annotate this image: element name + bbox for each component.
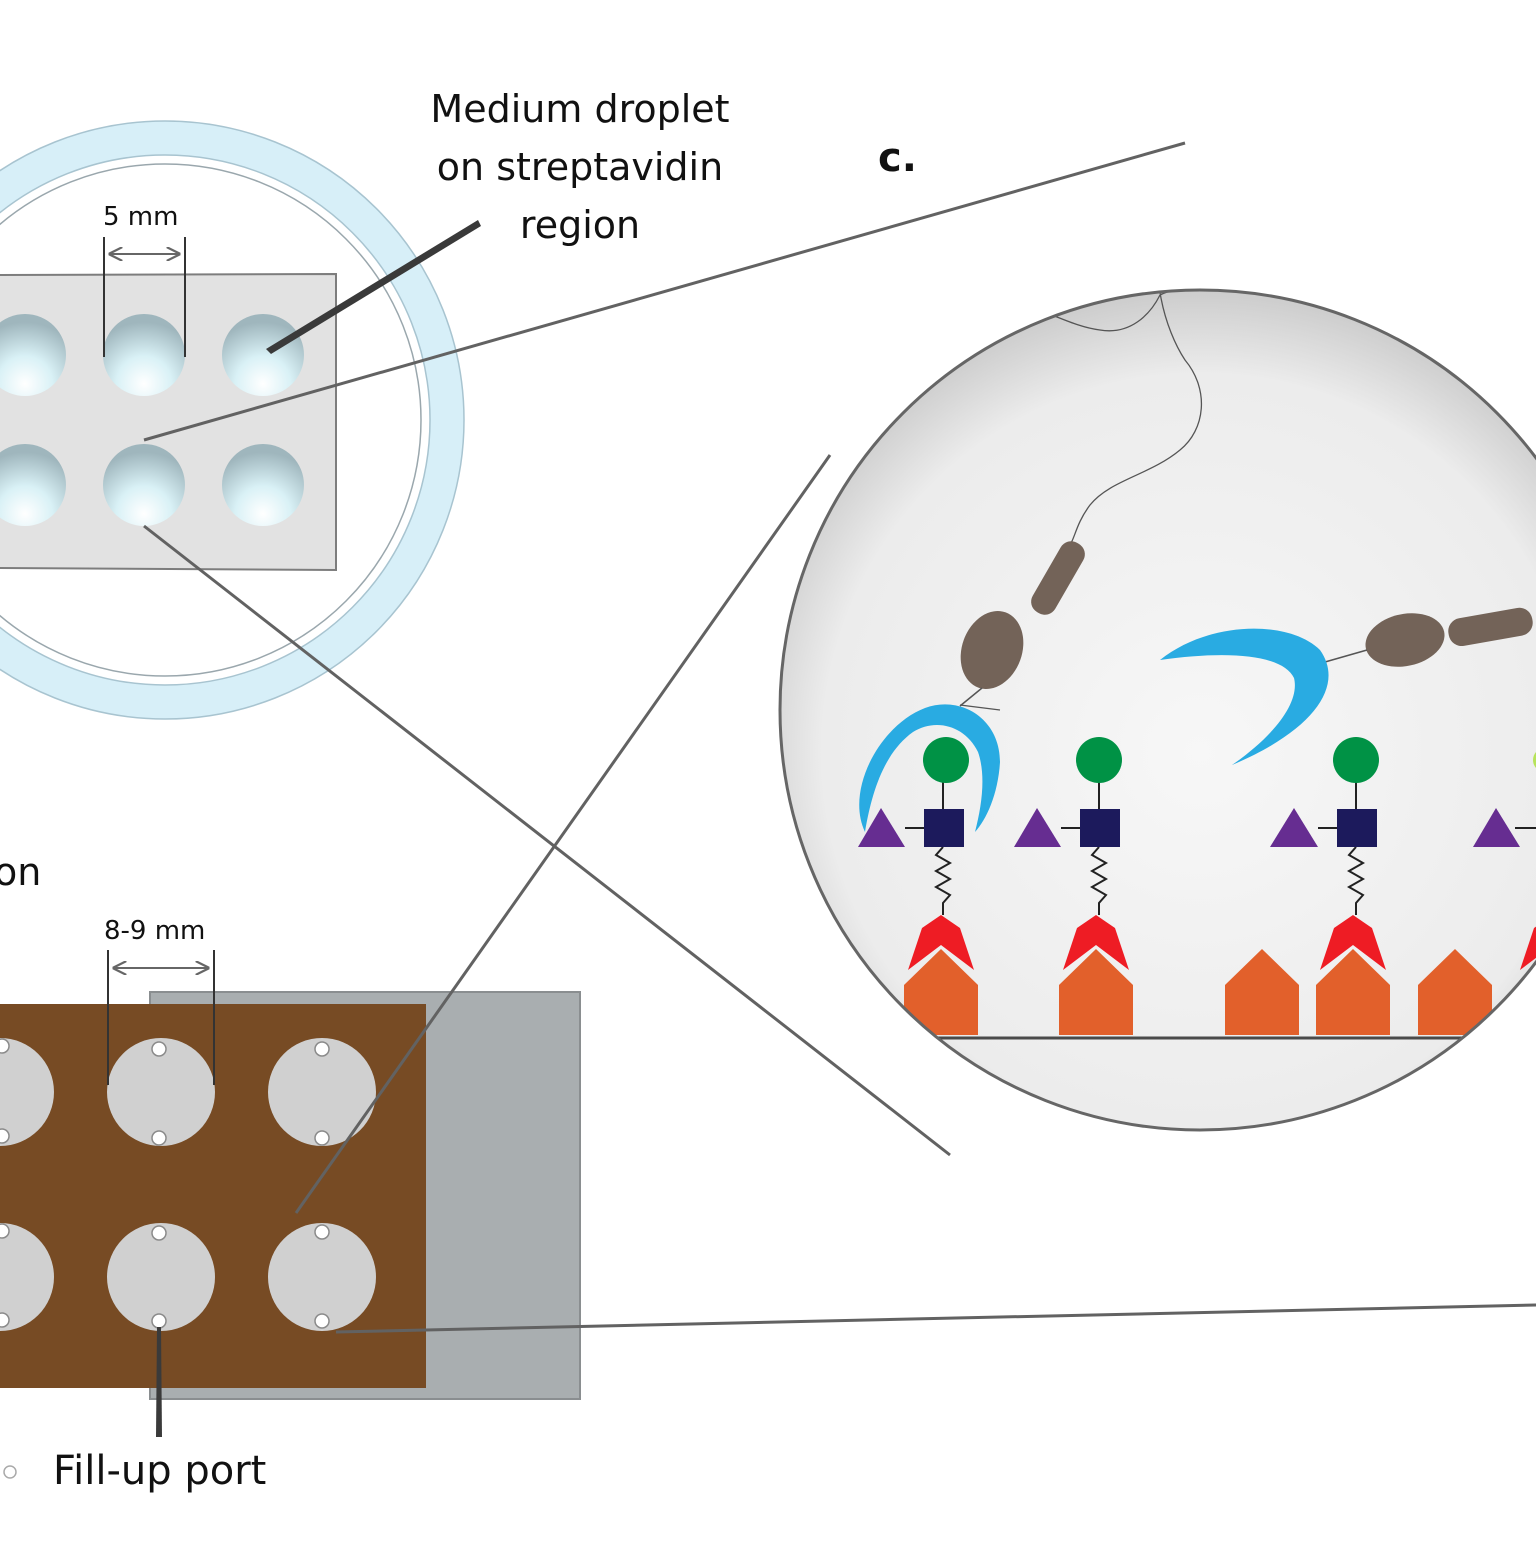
- well-icon: [103, 314, 185, 396]
- biotin-icon: [1320, 915, 1386, 970]
- biotin-icon: [1063, 915, 1129, 970]
- well-icon: [222, 314, 304, 396]
- streptavidin-icon: [1059, 949, 1133, 1035]
- fill-up-port-icon: [151, 1313, 167, 1329]
- panel-label: c.: [878, 135, 917, 181]
- biotin-icon: [908, 915, 974, 970]
- bacterium-icon: [1324, 607, 1533, 667]
- droplet-callout-line1: Medium droplet: [430, 87, 730, 131]
- well-icon: [222, 444, 304, 526]
- streptavidin-icon: [1316, 949, 1390, 1035]
- fill-up-port-icon: [151, 1225, 167, 1241]
- chamber-slide: [0, 991, 581, 1400]
- streptavidin-icon: [1418, 949, 1492, 1035]
- zoom-connectors: [143, 141, 1536, 1334]
- fill-up-port-leader: [156, 1327, 162, 1437]
- fill-up-port-icon: [151, 1041, 167, 1057]
- fill-up-port-icon: [0, 1312, 10, 1328]
- bacterium-icon: [959, 541, 1085, 707]
- dimension-5mm: [103, 237, 186, 357]
- fill-up-port-icon: [314, 1130, 330, 1146]
- glycan-icon: [858, 737, 969, 915]
- glycan-icon: [1014, 737, 1122, 915]
- well-icon: [0, 314, 66, 396]
- glycan-icon: [1270, 737, 1379, 915]
- cut-label-fragment: on: [0, 850, 42, 894]
- droplet-callout-line3: region: [519, 203, 641, 247]
- spacing-label-5mm: 5 mm: [103, 202, 179, 232]
- zoom-circle: [778, 288, 1536, 1132]
- petri-dish-icon: [0, 120, 465, 720]
- fill-up-port-icon: [314, 1041, 330, 1057]
- fill-up-port-icon: [0, 1128, 10, 1144]
- fill-up-port-icon: [314, 1224, 330, 1240]
- port-legend-icon: [3, 1465, 17, 1479]
- droplet-callout: Medium droplet on streptavidin region: [410, 80, 750, 254]
- fill-up-port-icon: [0, 1038, 10, 1054]
- well-icon: [103, 444, 185, 526]
- spacing-label-8-9mm: 8-9 mm: [104, 916, 206, 946]
- fill-up-port-icon: [151, 1130, 167, 1146]
- well-icon: [0, 444, 66, 526]
- fill-up-port-icon: [314, 1313, 330, 1329]
- droplet-callout-line2: on streptavidin: [436, 145, 724, 189]
- droplet-callout-leader: [266, 220, 481, 354]
- lectin-icon: [859, 704, 1000, 832]
- streptavidin-icon: [904, 949, 978, 1035]
- lectin-icon: [1160, 628, 1329, 765]
- dimension-8-9mm: [107, 950, 215, 1085]
- streptavidin-slide: [0, 272, 337, 572]
- port-legend-label: Fill-up port: [53, 1448, 267, 1494]
- fill-up-port-icon: [0, 1223, 10, 1239]
- streptavidin-icon: [1225, 949, 1299, 1035]
